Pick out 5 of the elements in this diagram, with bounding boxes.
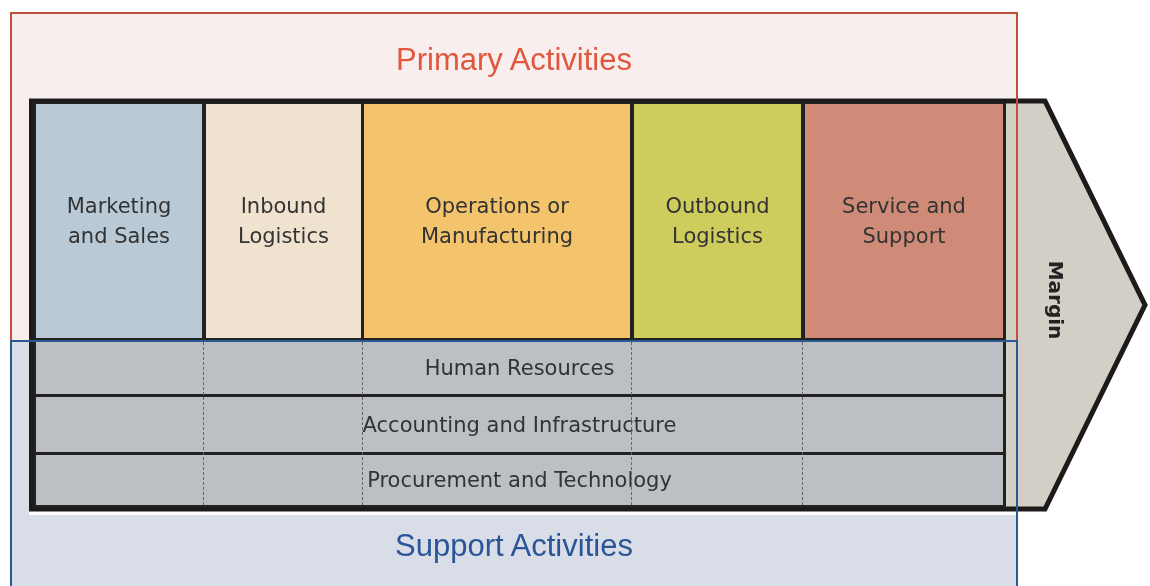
region-title: Support Activities xyxy=(394,528,634,564)
region-title: Primary Activities xyxy=(395,42,633,78)
margin-label: Margin xyxy=(1044,259,1068,342)
activity-region xyxy=(10,12,1018,342)
activity-region xyxy=(10,340,1018,586)
